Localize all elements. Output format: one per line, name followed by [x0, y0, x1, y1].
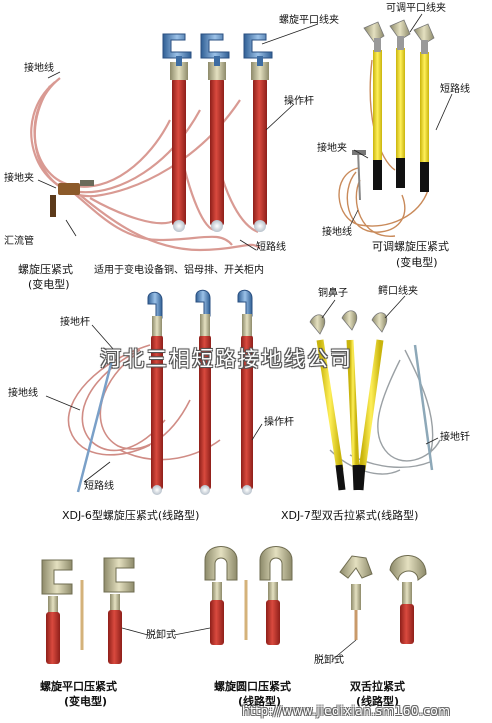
caption-b3-sub: (线路型) — [356, 695, 400, 708]
ml-wires — [67, 344, 221, 461]
label-ground-pin-mr: 接地钎 — [440, 432, 470, 443]
label-operating-rod-tl: 操作杆 — [284, 96, 314, 107]
caption-b2-title: 螺旋圆口压紧式 — [214, 680, 291, 693]
tl-rods — [162, 33, 273, 232]
caption-tl-note: 适用于变电设备铜、铝母排、开关柜内 — [94, 265, 264, 276]
ml-ground-rod — [76, 359, 114, 493]
caption-tr-title: 可调螺旋压紧式 — [372, 240, 449, 253]
label-detach-b: 脱卸式 — [314, 655, 344, 666]
mr-rods — [309, 310, 388, 491]
caption-b1-sub: (变电型) — [64, 695, 108, 708]
bottom-clamps — [41, 546, 427, 664]
label-ground-clamp-tr: 接地夹 — [317, 143, 347, 154]
watermark-url: http://www.jiedixian.sm160.com — [242, 704, 451, 718]
label-detach-a: 脱卸式 — [146, 630, 176, 641]
caption-tr-sub: (变电型) — [396, 256, 438, 269]
label-copper-nose: 铜鼻子 — [318, 288, 348, 299]
ml-rods — [147, 289, 253, 495]
caption-ml: XDJ-6型螺旋压紧式(线路型) — [62, 509, 200, 522]
leader-lines — [37, 13, 453, 661]
label-spiral-flat-clamp: 螺旋平口线夹 — [279, 15, 339, 26]
label-short-wire-ml: 短路线 — [84, 481, 114, 492]
label-operating-rod-ml: 操作杆 — [264, 417, 294, 428]
watermark-company: 河北三相短路接地线公司 — [100, 347, 353, 371]
label-ground-wire-ml: 接地线 — [8, 388, 38, 399]
label-manifold: 汇流管 — [4, 236, 34, 247]
tr-rods — [352, 19, 435, 201]
tr-wires — [338, 59, 429, 237]
mr-ground-pin — [413, 344, 434, 471]
tl-ground-clamp — [50, 180, 94, 217]
label-short-wire-tr: 短路线 — [440, 84, 470, 95]
caption-mr: XDJ-7型双舌拉紧式(线路型) — [281, 509, 419, 522]
caption-b2-sub: (线路型) — [238, 695, 282, 708]
label-ground-wire-tl: 接地线 — [24, 63, 54, 74]
caption-b3-title: 双舌拉紧式 — [350, 680, 405, 693]
label-ground-wire-tr: 接地线 — [322, 227, 352, 238]
label-short-wire-tl: 短路线 — [256, 242, 286, 253]
caption-b1-title: 螺旋平口压紧式 — [40, 680, 117, 693]
label-crocodile-clamp: 鳄口线夹 — [378, 286, 418, 297]
caption-tl-title: 螺旋压紧式 — [18, 263, 73, 276]
tl-wires — [30, 77, 261, 252]
label-ground-clamp-tl: 接地夹 — [4, 173, 34, 184]
label-adjustable-flat-clamp: 可调平口线夹 — [386, 3, 446, 14]
label-ground-rod-ml: 接地杆 — [60, 317, 90, 328]
caption-tl-sub: (变电型) — [28, 278, 70, 291]
